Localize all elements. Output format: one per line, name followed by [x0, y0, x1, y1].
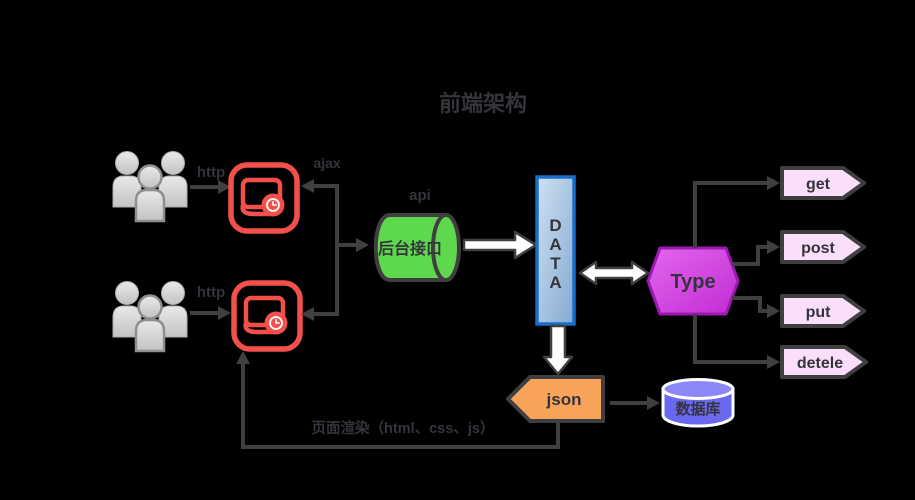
- arrow-data-to-json: [542, 324, 574, 376]
- browser-icon-bottom: [234, 283, 300, 349]
- json-label: json: [546, 390, 582, 409]
- method-detele: detele: [780, 345, 868, 379]
- data-letter-4: A: [549, 273, 561, 292]
- backend-api-label: 后台接口: [378, 239, 442, 258]
- data-letter-3: T: [550, 254, 561, 273]
- ajax-label: ajax: [313, 155, 340, 171]
- method-get-label: get: [806, 176, 831, 193]
- database-label: 数据库: [675, 400, 720, 418]
- connector-type-to-get: [693, 176, 780, 248]
- type-hexagon: Type: [646, 246, 740, 316]
- diagram-title: 前端架构: [439, 91, 527, 116]
- type-label: Type: [670, 271, 715, 293]
- data-letter-1: D: [549, 216, 561, 235]
- connector-users-to-browser-bottom: [190, 306, 231, 320]
- connector-ajax-trunk: [301, 179, 369, 321]
- render-note-label: 页面渲染（html、css、js）: [312, 419, 495, 437]
- browser-icon-top: [231, 165, 297, 231]
- database-cylinder: 数据库: [661, 378, 735, 428]
- method-put-label: put: [806, 304, 832, 321]
- http-label-top: http: [197, 164, 225, 181]
- method-put: put: [780, 294, 866, 328]
- users-group-icon-bottom: [113, 282, 187, 352]
- arrow-api-to-data: [462, 230, 538, 260]
- json-tag: json: [506, 375, 605, 423]
- method-post-label: post: [801, 240, 835, 257]
- connector-type-to-post: [732, 240, 780, 266]
- connector-type-to-detele: [693, 314, 780, 369]
- data-pipe: D A T A: [535, 175, 576, 326]
- data-letter-2: A: [549, 235, 561, 254]
- connector-json-to-database: [610, 396, 660, 410]
- method-detele-label: detele: [797, 355, 843, 372]
- connector-users-to-browser-top: [190, 180, 231, 194]
- method-post: post: [780, 230, 866, 264]
- connector-json-to-browser-render: [236, 351, 560, 449]
- method-get: get: [780, 166, 866, 200]
- users-group-icon-top: [113, 152, 187, 222]
- arrow-data-type-bidirectional: [578, 260, 650, 286]
- backend-api-cylinder: 后台接口: [373, 213, 461, 282]
- http-label-bottom: http: [197, 284, 225, 301]
- api-label: api: [409, 187, 431, 204]
- connector-type-to-put: [732, 296, 780, 318]
